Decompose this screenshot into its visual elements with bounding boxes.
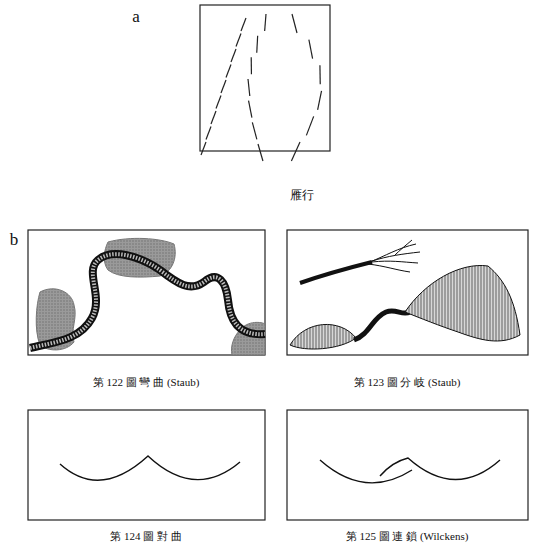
figure-caption: 第 124 圖 對 曲 xyxy=(110,531,182,542)
echelon-stroke xyxy=(318,91,322,110)
echelon-stroke xyxy=(211,111,216,124)
figure-caption: 第 122 圖 彎 曲 (Staub) xyxy=(93,377,200,388)
panel-frame xyxy=(287,410,528,520)
echelon-stroke xyxy=(249,101,252,118)
echelon-stroke xyxy=(231,49,236,62)
meander-band xyxy=(30,254,265,348)
echelon-stroke xyxy=(292,14,297,33)
vein-band xyxy=(354,311,410,340)
echelon-stroke xyxy=(201,142,206,155)
panel-frame xyxy=(28,410,265,520)
panel-letter: b xyxy=(10,231,19,248)
echelon-lines xyxy=(201,14,322,161)
panel-frame xyxy=(28,230,265,355)
panel-frame xyxy=(287,230,528,355)
echelon-stroke xyxy=(306,116,313,135)
lens-body xyxy=(405,265,520,341)
echelon-stroke xyxy=(309,40,313,59)
echelon-stroke xyxy=(252,122,257,139)
chain-arc xyxy=(320,460,412,483)
echelon-stroke xyxy=(248,79,250,96)
echelon-stroke xyxy=(236,34,241,47)
panel-frame xyxy=(200,5,330,151)
echelon-stroke xyxy=(291,142,300,161)
echelon-stroke xyxy=(226,65,231,78)
echelon-stroke xyxy=(319,65,321,84)
lens-body xyxy=(290,324,356,349)
branch-trunk xyxy=(300,262,372,283)
meander-band-fill xyxy=(30,254,265,348)
echelon-stroke xyxy=(206,127,211,140)
echelon-stroke xyxy=(216,96,221,109)
figure-caption: 第 125 圖 連 鎖 (Wilckens) xyxy=(346,531,469,542)
echelon-stroke xyxy=(251,57,252,74)
opposed-arcs xyxy=(60,456,240,480)
echelon-stroke xyxy=(221,80,226,93)
echelon-stroke xyxy=(258,144,263,161)
branch-lines xyxy=(368,240,420,272)
figure-caption: 雁行 xyxy=(290,189,314,201)
figure-caption: 第 123 圖 分 岐 (Staub) xyxy=(354,377,461,388)
chain-arc xyxy=(380,458,500,480)
echelon-stroke xyxy=(241,18,246,31)
echelon-stroke xyxy=(265,14,266,31)
echelon-stroke xyxy=(256,36,258,53)
panel-letter: a xyxy=(132,8,140,25)
